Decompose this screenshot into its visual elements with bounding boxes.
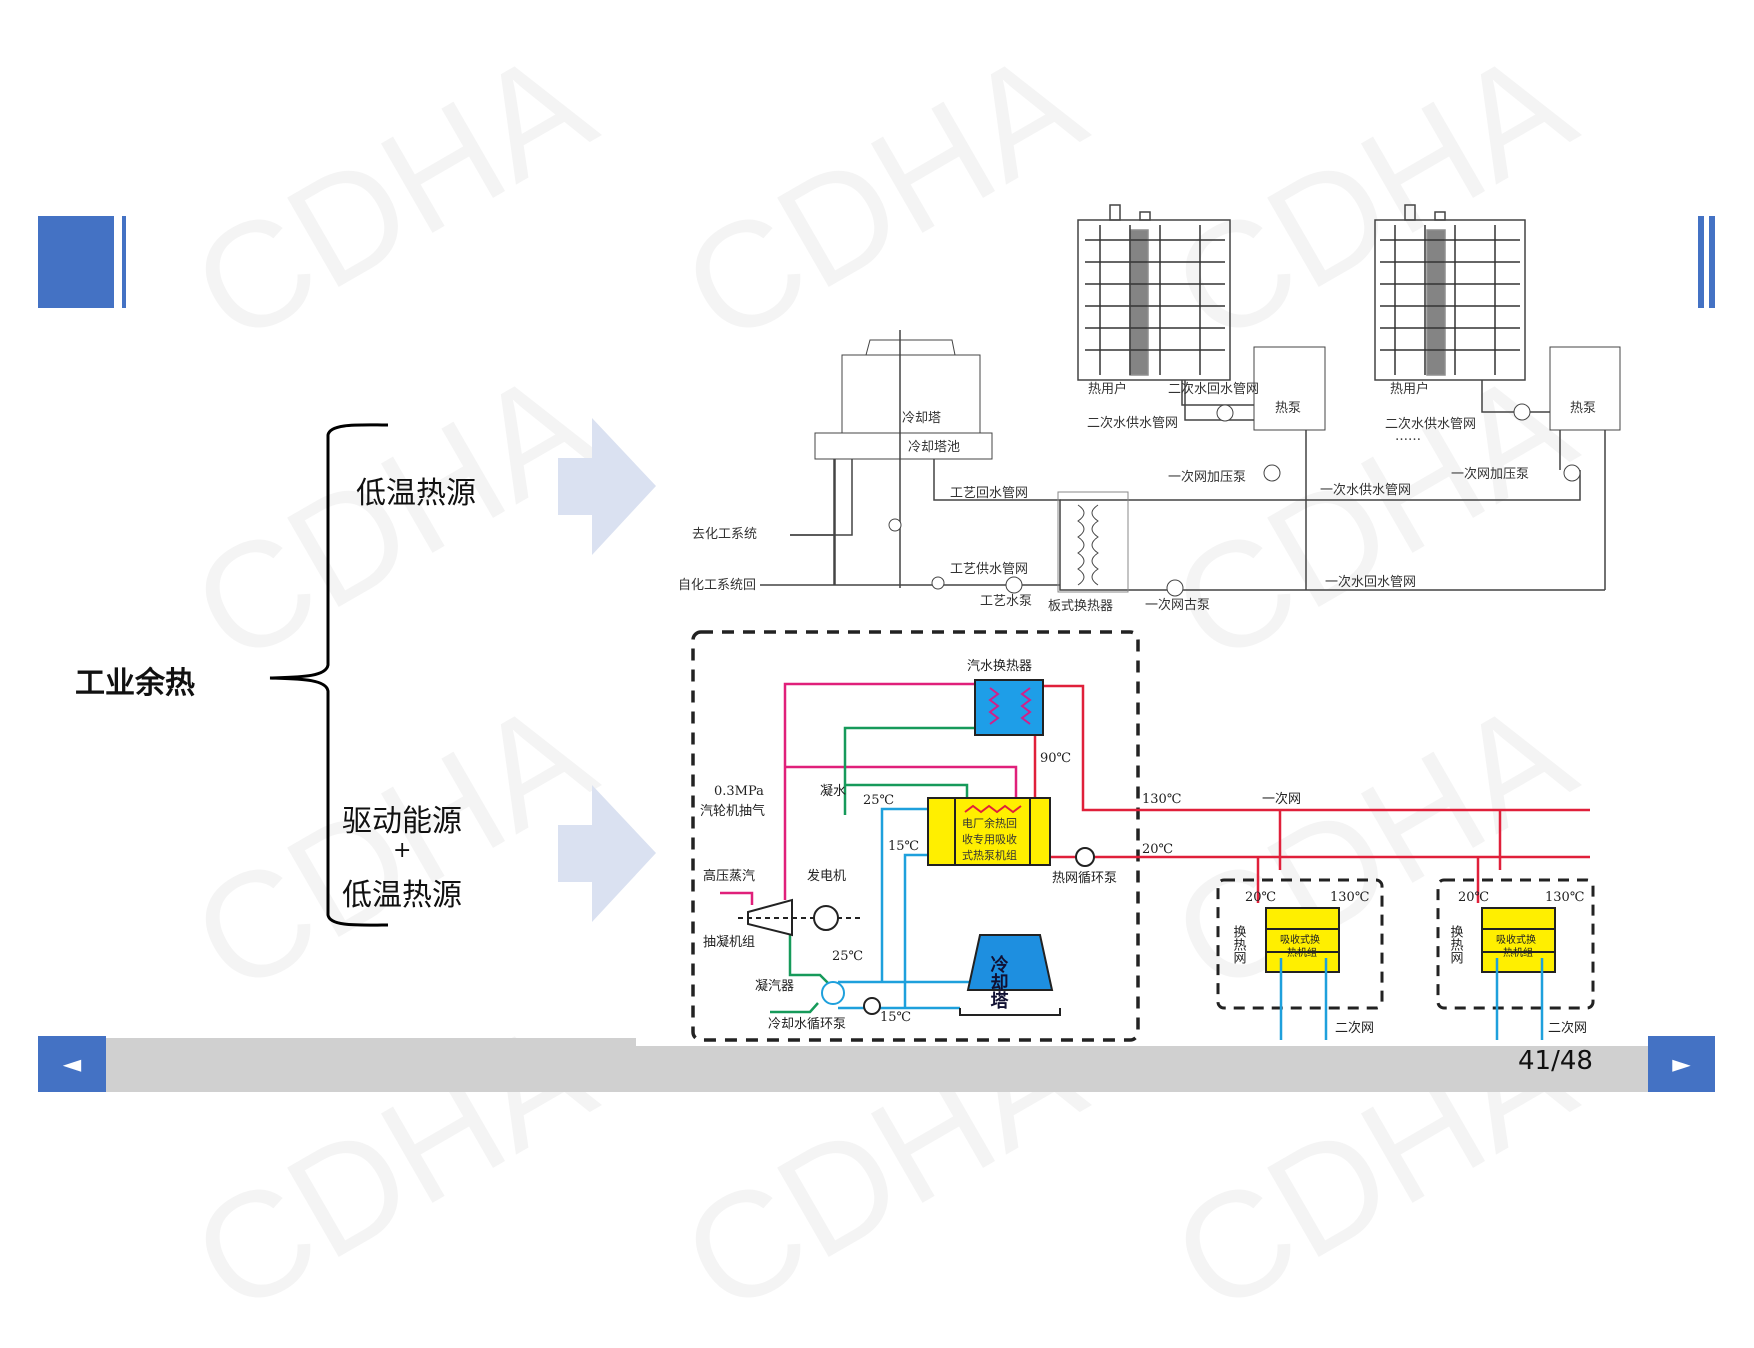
right-bar-decoration [1709, 216, 1715, 308]
svg-text:式热泵机组: 式热泵机组 [962, 848, 1017, 862]
svg-text:板式换热器: 板式换热器 [1048, 599, 1113, 614]
svg-text:一次水供水管网: 一次水供水管网 [1320, 482, 1411, 498]
svg-text:20℃: 20℃ [1142, 842, 1173, 857]
branch-top-label: 低温热源 [356, 476, 476, 511]
title-bar-decoration [122, 216, 126, 308]
svg-text:工艺水泵: 工艺水泵 [980, 594, 1032, 609]
heat-pump-1-box [1253, 346, 1326, 431]
svg-text:换热网: 换热网 [1448, 925, 1464, 964]
cooling-pool-box [814, 432, 993, 460]
svg-text:二次网: 二次网 [1335, 1020, 1374, 1036]
navigation-bar [38, 1038, 1715, 1092]
svg-text:15℃: 15℃ [880, 1010, 911, 1025]
svg-text:130℃: 130℃ [1545, 890, 1584, 905]
svg-text:去化工系统: 去化工系统 [692, 527, 757, 542]
svg-text:二次水供水管网: 二次水供水管网 [1087, 415, 1178, 431]
arrow-right-icon [558, 418, 656, 555]
svg-text:冷却塔: 冷却塔 [988, 954, 1009, 1010]
svg-text:收专用吸收: 收专用吸收 [962, 832, 1017, 846]
pumps [888, 403, 1581, 597]
svg-text:20℃: 20℃ [1458, 890, 1489, 905]
svg-text:……: …… [1395, 429, 1421, 444]
svg-text:抽凝机组: 抽凝机组 [703, 934, 755, 950]
svg-text:热用户: 热用户 [1390, 381, 1429, 397]
svg-text:二次网: 二次网 [1548, 1020, 1587, 1036]
svg-text:一次水回水管网: 一次水回水管网 [1325, 574, 1416, 590]
title-block-decoration [38, 216, 114, 308]
prev-slide-button[interactable]: ◄ [38, 1036, 106, 1092]
branch-bottom-line2: 低温热源 [342, 878, 462, 913]
svg-text:25℃: 25℃ [863, 793, 894, 808]
branch-bottom-line1: 驱动能源 [342, 804, 462, 839]
substation-1: 20℃ 130℃ 换热网 吸收式换 热机组 二次网 [1216, 878, 1384, 1040]
svg-text:工艺供水管网: 工艺供水管网 [950, 562, 1028, 577]
svg-text:90℃: 90℃ [1040, 751, 1071, 766]
main-label: 工业余热 [75, 666, 195, 701]
svg-text:冷却水循环泵: 冷却水循环泵 [768, 1017, 846, 1032]
svg-text:高压蒸汽: 高压蒸汽 [703, 868, 755, 884]
building-2 [1374, 204, 1526, 381]
svg-text:15℃: 15℃ [888, 839, 919, 854]
svg-text:吸收式换: 吸收式换 [1496, 933, 1536, 946]
svg-text:冷却塔: 冷却塔 [902, 411, 941, 426]
bottom-diagram: 电厂余热回 收专用吸收 式热泵机组 汽水换热器 90℃ 0.3MPa 汽轮机抽气… [691, 630, 1595, 1042]
plate-heat-exchanger [1057, 491, 1129, 593]
svg-text:二次水回水管网: 二次水回水管网 [1168, 381, 1259, 397]
next-slide-button[interactable]: ► [1648, 1036, 1715, 1092]
svg-text:热机组: 热机组 [1287, 946, 1317, 959]
svg-text:20℃: 20℃ [1245, 890, 1276, 905]
svg-text:热泵: 热泵 [1570, 401, 1596, 416]
steam-water-heat-exchanger [974, 679, 1044, 736]
svg-text:工艺回水管网: 工艺回水管网 [950, 486, 1028, 501]
svg-text:热用户: 热用户 [1088, 381, 1127, 397]
svg-text:汽水换热器: 汽水换热器 [967, 659, 1032, 674]
cooling-tower-icon [966, 934, 1054, 991]
building-1 [1077, 204, 1231, 381]
svg-text:二次水供水管网: 二次水供水管网 [1385, 416, 1476, 432]
svg-text:一次网: 一次网 [1262, 791, 1301, 807]
svg-text:汽轮机抽气: 汽轮机抽气 [700, 803, 765, 819]
svg-text:自化工系统回: 自化工系统回 [678, 578, 756, 593]
svg-text:冷却塔池: 冷却塔池 [908, 440, 960, 455]
branch-bottom-plus: + [393, 838, 412, 863]
svg-text:换热网: 换热网 [1231, 925, 1247, 964]
svg-text:25℃: 25℃ [832, 949, 863, 964]
svg-text:凝水: 凝水 [820, 783, 846, 799]
brace-icon [269, 423, 389, 927]
svg-text:热网循环泵: 热网循环泵 [1052, 871, 1117, 886]
substation-2: 20℃ 130℃ 换热网 吸收式换 热机组 二次网 [1436, 878, 1595, 1040]
svg-text:130℃: 130℃ [1330, 890, 1369, 905]
svg-text:热机组: 热机组 [1503, 946, 1533, 959]
svg-text:热泵: 热泵 [1275, 401, 1301, 416]
image-bottom-edge [636, 1030, 1648, 1046]
condenser-icon [821, 981, 845, 1005]
svg-text:一次网古泵: 一次网古泵 [1145, 597, 1210, 613]
generator-icon [813, 905, 839, 931]
page-counter: 41/48 [1518, 1046, 1593, 1076]
svg-text:130℃: 130℃ [1142, 792, 1181, 807]
svg-text:电厂余热回: 电厂余热回 [962, 816, 1017, 830]
arrow-right-icon [558, 785, 656, 922]
svg-text:吸收式换: 吸收式换 [1280, 933, 1320, 946]
svg-text:一次网加压泵: 一次网加压泵 [1451, 466, 1529, 482]
pump-icon [863, 997, 881, 1015]
top-diagram: 热用户 二次水回水管网 二次水供水管网 热泵 热用户 二次水供水管网 热泵 ……… [678, 204, 1621, 614]
svg-text:0.3MPa: 0.3MPa [714, 784, 764, 799]
svg-text:一次网加压泵: 一次网加压泵 [1168, 469, 1246, 485]
svg-text:凝汽器: 凝汽器 [755, 978, 794, 994]
pump-icon [1075, 847, 1095, 867]
svg-text:发电机: 发电机 [807, 868, 846, 884]
right-bar-decoration [1698, 216, 1704, 308]
heat-system-diagrams: 热用户 二次水回水管网 二次水供水管网 热泵 热用户 二次水供水管网 热泵 ……… [678, 204, 1621, 1042]
heat-pump-2-box [1549, 346, 1621, 431]
